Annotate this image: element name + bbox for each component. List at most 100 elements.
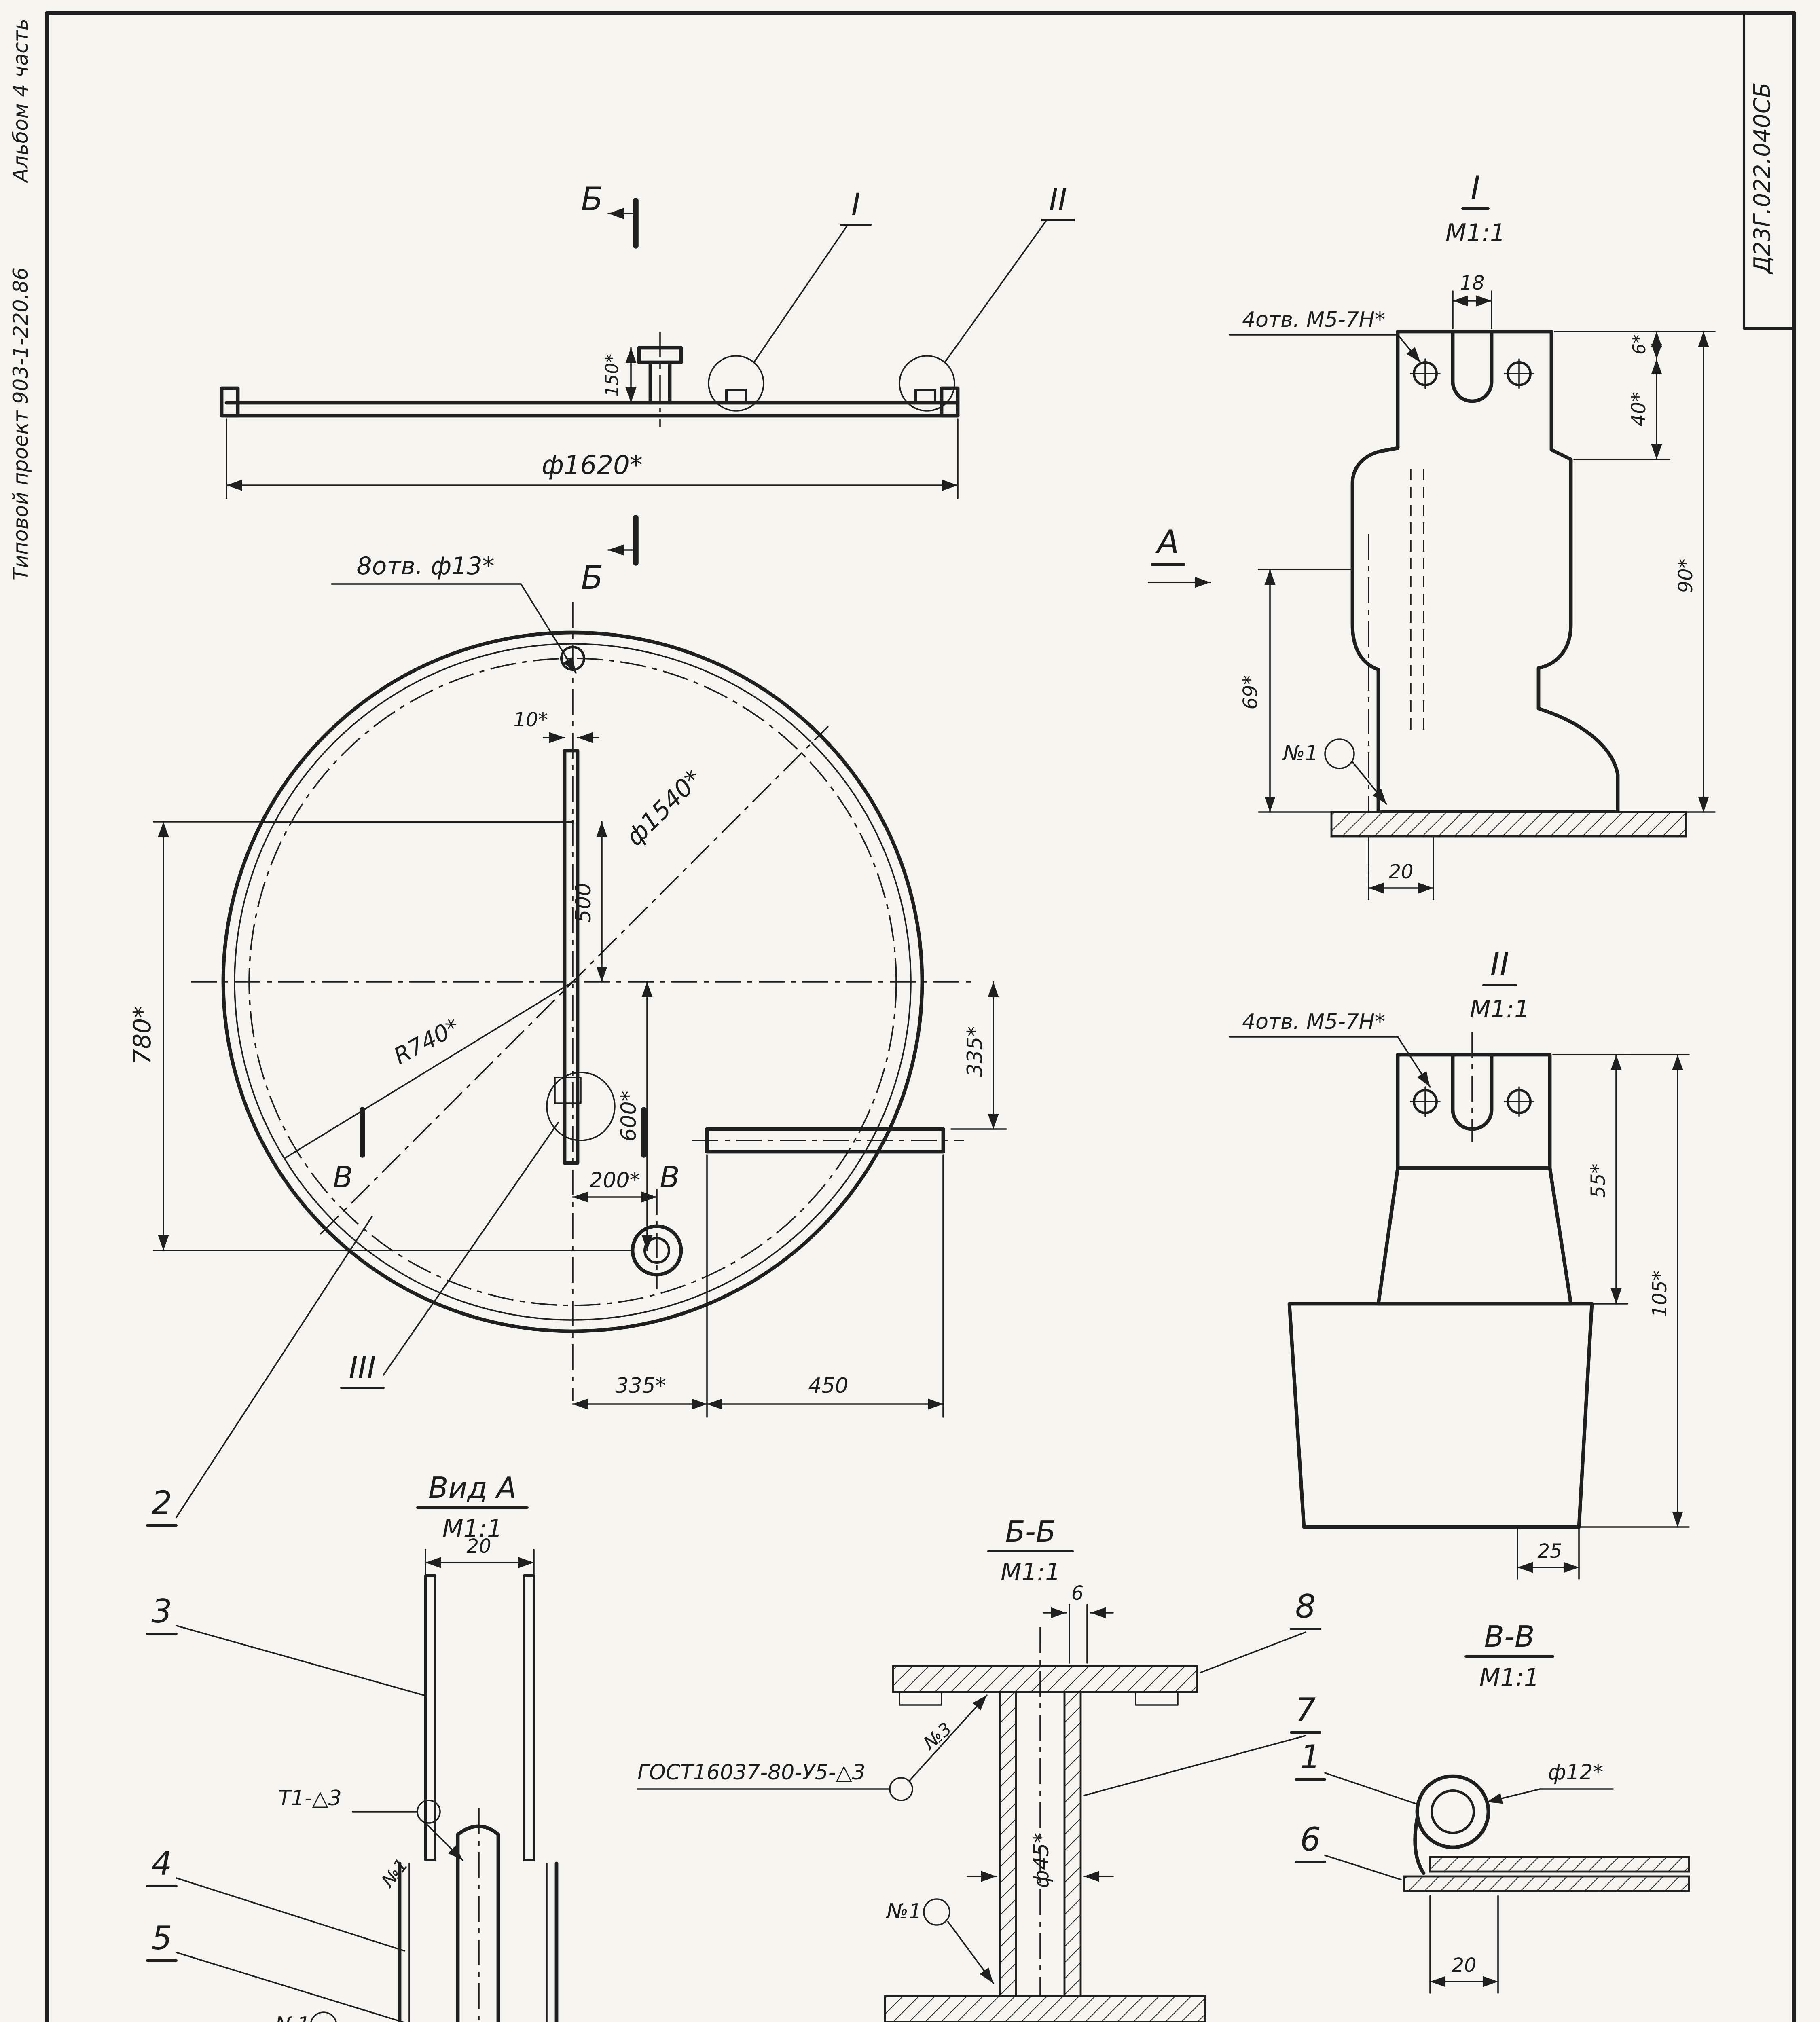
- bracket-i-notch: [1451, 330, 1494, 403]
- detail-ii-callout-circle: [899, 355, 955, 412]
- dim-450: 450: [808, 1374, 848, 1398]
- item-4-label: 4: [152, 1845, 172, 1882]
- bracket-i-outline: [1350, 330, 1620, 814]
- dim-335-bottom: 335*: [615, 1374, 666, 1398]
- dim-200: 200*: [589, 1168, 640, 1193]
- dim-12: ф12*: [1548, 1760, 1604, 1785]
- detail-i-title: I: [1471, 169, 1480, 207]
- weld-no1-base: №1: [274, 2013, 310, 2022]
- doc-number-vertical: Д23Г.022.040СБ: [1749, 82, 1776, 275]
- margin-project-text: Типовой проект 903-1-220.86: [9, 267, 32, 580]
- section-bb: Б-Б М1:1 6 ф45* 8 7 ГОСТ16037-80-У5-△3 №…: [637, 1514, 1321, 2022]
- dim-600: 600*: [617, 1091, 641, 1141]
- sheet-frame: Д23Г.022.040СБ: [45, 11, 1796, 2022]
- item-8-label: 8: [1295, 1588, 1316, 1625]
- dim-6s: 6*: [1629, 334, 1650, 355]
- hook-plate-section: [1429, 1856, 1690, 1873]
- dim-20-det1: 20: [1388, 861, 1413, 883]
- weld-no3-label: №3: [919, 1719, 956, 1754]
- dim-45: ф45*: [1029, 1833, 1054, 1888]
- dim-18: 18: [1460, 272, 1484, 294]
- center-rib: [563, 749, 580, 1165]
- bracket-ii-side: [914, 389, 936, 404]
- view-a-scale: М1:1: [442, 1514, 502, 1543]
- weld-no1-bb: №1: [885, 1899, 922, 1924]
- item-6-label: 6: [1300, 1821, 1321, 1858]
- holes-8x13-label: 8отв. ф13*: [357, 552, 495, 580]
- dim-150: 150*: [602, 354, 622, 397]
- post-plate-right: [523, 1574, 535, 1861]
- dim-1540: ф1540*: [620, 764, 707, 851]
- weld-no1-rotated: №1: [377, 1855, 412, 1892]
- view-a-arrow-label: А: [1155, 523, 1179, 561]
- margin-album-text: Альбом 4 часть: [9, 19, 32, 184]
- item-2-label: 2: [152, 1484, 172, 1522]
- bracket-i-side: [725, 389, 747, 404]
- section-vv-scale: М1:1: [1479, 1663, 1539, 1692]
- item-3-label: 3: [152, 1593, 172, 1630]
- strap-inner: [408, 1863, 548, 2022]
- dim-500: 500: [571, 882, 596, 922]
- section-bb-scale: М1:1: [1001, 1558, 1060, 1586]
- detail-i-scale: М1:1: [1445, 219, 1505, 247]
- detail-iii-ref: III: [349, 1349, 376, 1385]
- detail-ii-holes-label: 4отв. М5-7Н*: [1242, 1010, 1385, 1034]
- section-b-mark-bottom: Б: [581, 559, 603, 596]
- left-lip: [220, 386, 240, 418]
- item-1-label: 1: [1300, 1738, 1321, 1776]
- cover-plate-section: [1330, 811, 1687, 838]
- weld-t1-label: Т1-△3: [278, 1786, 342, 1810]
- section-vv-title: В-В: [1484, 1620, 1535, 1654]
- dim-6-bb: 6: [1071, 1582, 1084, 1605]
- rib-bottom-circle: [546, 1072, 616, 1141]
- dim-90: 90*: [1674, 558, 1697, 593]
- bracket-ii-body: [1376, 1166, 1573, 1306]
- hook-pipe-outer: [1415, 1774, 1490, 1849]
- detail-ii: II М1:1 4отв. М5-7Н* 55* 105* 25: [1229, 945, 1690, 1580]
- item-5-label: 5: [152, 1919, 172, 1957]
- dim-780: 780*: [128, 1006, 157, 1065]
- detail-i: I М1:1 4отв. М5-7Н* А №1 18 6* 40*: [1148, 169, 1716, 900]
- view-a: Вид А М1:1 20 Т1-△3 №1 3 4 5 №1 34*: [146, 1471, 559, 2022]
- dim-10: 10*: [513, 709, 548, 731]
- dim-335-right: 335*: [963, 1026, 987, 1077]
- hook-curl: [1413, 1816, 1426, 1875]
- dim-40: 40*: [1627, 392, 1650, 426]
- detail-ii-scale: М1:1: [1470, 995, 1530, 1024]
- rib-tab: [554, 1077, 582, 1104]
- detail-i-callout-circle: [708, 355, 764, 412]
- callout-i-label: I: [851, 186, 860, 222]
- tube-wall-right: [1063, 1691, 1082, 1997]
- detail-ii-title: II: [1490, 945, 1509, 983]
- weld-no1-label: №1: [1282, 741, 1318, 766]
- right-lip: [940, 386, 960, 418]
- post-plate-left: [424, 1574, 436, 1861]
- section-bb-title: Б-Б: [1005, 1514, 1056, 1548]
- dim-55: 55*: [1587, 1163, 1610, 1198]
- dim-1620: ф1620*: [542, 451, 643, 480]
- rod: [456, 1824, 500, 2022]
- weld-gost-label: ГОСТ16037-80-У5-△3: [637, 1760, 866, 1785]
- section-b-mark-top: Б: [581, 180, 603, 218]
- border-frame: [45, 11, 1796, 2022]
- tube-wall-left: [999, 1691, 1017, 1997]
- hook-pipe-inner: [1431, 1789, 1475, 1834]
- detail-i-holes-label: 4отв. М5-7Н*: [1242, 308, 1385, 332]
- left-margin: Альбом 4 часть Типовой проект 903-1-220.…: [9, 19, 32, 580]
- bottom-flange-section: [884, 1995, 1206, 2022]
- doc-number-corner-box: [1743, 12, 1795, 330]
- callout-ii-label: II: [1049, 182, 1067, 218]
- dim-r740: R740*: [389, 1013, 464, 1070]
- item-7-label: 7: [1295, 1691, 1316, 1729]
- dim-20-vida: 20: [466, 1535, 491, 1558]
- top-side-view: I II Б Б 150* ф1620*: [220, 180, 1075, 596]
- dim-25: 25: [1537, 1540, 1562, 1563]
- dim-20-vv: 20: [1452, 1954, 1476, 1977]
- cover-edge-plate: [1287, 1302, 1594, 1529]
- section-v-mark-left: В: [333, 1160, 353, 1194]
- dim-105: 105*: [1649, 1271, 1671, 1318]
- strap-outer: [398, 1861, 559, 2022]
- section-v-mark-right: В: [660, 1160, 679, 1194]
